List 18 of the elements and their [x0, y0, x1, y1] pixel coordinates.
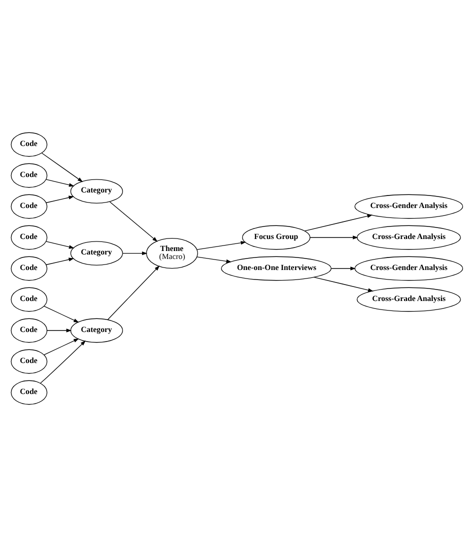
arrow [44, 306, 80, 323]
arrow [313, 276, 374, 292]
arrow [330, 266, 356, 270]
arrow [46, 179, 74, 187]
arrow [196, 256, 232, 264]
arrow [46, 258, 74, 266]
arrow [107, 266, 160, 320]
arrow [304, 214, 373, 232]
arrow [46, 196, 74, 204]
arrow [122, 251, 148, 256]
arrow [196, 241, 246, 250]
arrow [40, 340, 86, 384]
arrow [44, 338, 80, 356]
arrow [310, 236, 358, 240]
arrow [42, 152, 83, 182]
arrow [46, 241, 74, 249]
arrow [109, 201, 158, 242]
arrow [46, 328, 72, 332]
